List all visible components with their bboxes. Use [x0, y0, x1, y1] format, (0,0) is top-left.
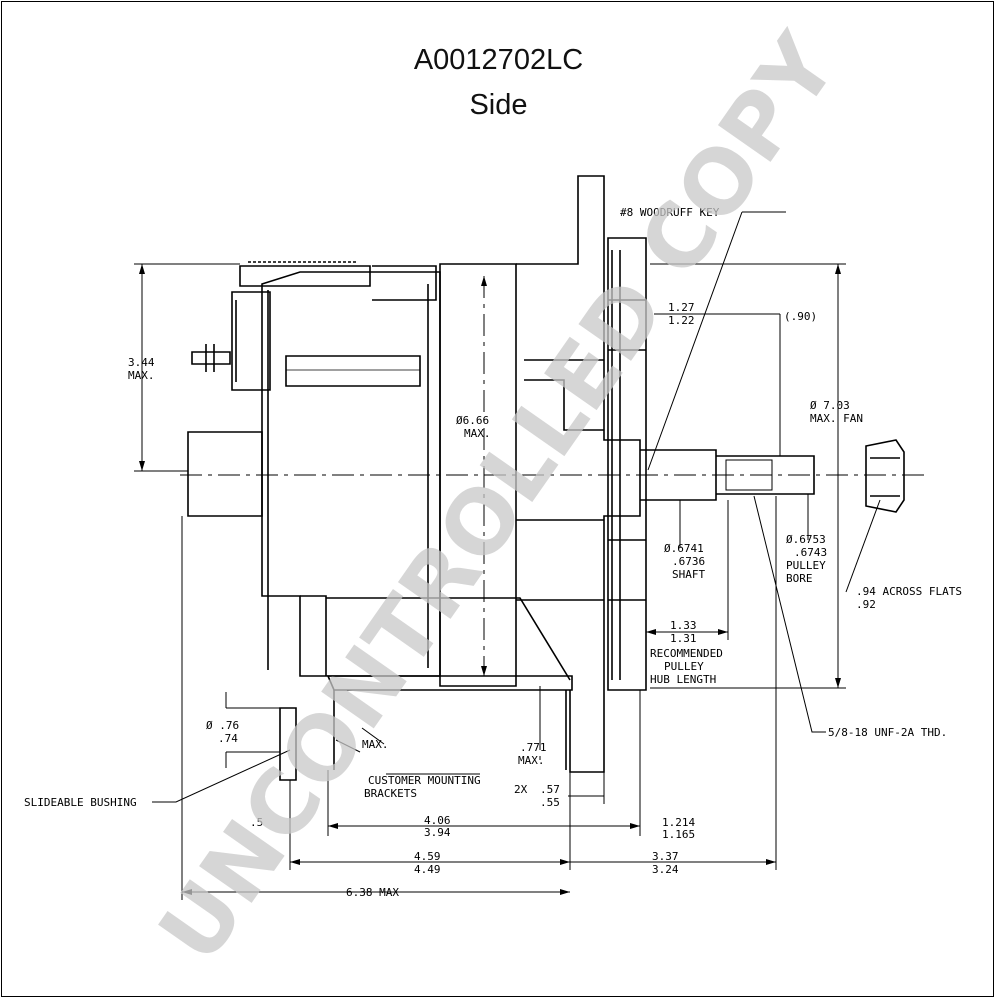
shaft-dia-2: .6736 — [672, 555, 705, 568]
across-flats-2: .92 — [856, 598, 876, 611]
dimension-lines — [134, 211, 881, 900]
hub-label-2: PULLEY — [664, 660, 704, 673]
dim-6-66: Ø6.66 — [456, 414, 489, 427]
dim-3-37: 3.37 — [652, 850, 679, 863]
hub-length-2: 1.31 — [670, 632, 697, 645]
dim-6-66-max: MAX. — [464, 427, 491, 440]
bracket-label-1: CUSTOMER MOUNTING — [368, 774, 481, 787]
dim-3-44: 3.44 — [128, 356, 155, 369]
view-subtitle: Side — [469, 89, 528, 121]
shaft-label: SHAFT — [672, 568, 705, 581]
shaft-dia-1: Ø.6741 — [664, 542, 704, 555]
dim-0-771: .771 — [520, 741, 547, 754]
dim-3-44-max: MAX. — [128, 369, 155, 382]
dim-0-57: .57 — [540, 783, 560, 796]
dim-2x: 2X — [514, 783, 528, 796]
dim-4-49: 4.49 — [414, 863, 441, 876]
dim-1-27: 1.27 — [668, 301, 695, 314]
dim-0-90: (.90) — [784, 310, 817, 323]
bore-dia-2: .6743 — [794, 546, 827, 559]
across-flats-1: .94 ACROSS FLATS — [856, 585, 962, 598]
dimension-arrowheads — [139, 264, 841, 895]
dimension-callouts: #8 WOODRUFF KEY 1.27 1.22 (.90) 3.44 MAX… — [24, 206, 962, 899]
dim-1-22: 1.22 — [668, 314, 695, 327]
dim-1-214: 1.214 — [662, 816, 695, 829]
dim-0-5: .5 — [250, 816, 263, 829]
thread-callout: 5/8-18 UNF-2A THD. — [828, 726, 947, 739]
bushing-dia-1: Ø .76 — [206, 719, 239, 732]
bracket-max: MAX. — [362, 738, 389, 751]
slideable-bushing-label: SLIDEABLE BUSHING — [24, 796, 137, 809]
dim-3-94: 3.94 — [424, 826, 451, 839]
dim-1-165: 1.165 — [662, 828, 695, 841]
part-number-title: A0012702LC — [413, 44, 584, 76]
hub-label-1: RECOMMENDED — [650, 647, 723, 660]
hub-label-3: HUB LENGTH — [650, 673, 716, 686]
dim-0-771-max: MAX. — [518, 754, 545, 767]
dim-7-03-label: MAX. FAN — [810, 412, 863, 425]
bore-label-1: PULLEY — [786, 559, 826, 572]
dim-0-55: .55 — [540, 796, 560, 809]
bushing-dia-2: .74 — [218, 732, 238, 745]
bracket-label-2: BRACKETS — [364, 787, 417, 800]
hub-length-1: 1.33 — [670, 619, 697, 632]
dim-4-59: 4.59 — [414, 850, 441, 863]
dim-3-24: 3.24 — [652, 863, 679, 876]
dim-6-38-max: 6.38 MAX — [346, 886, 399, 899]
bore-dia-1: Ø.6753 — [786, 533, 826, 546]
dim-4-06: 4.06 — [424, 814, 451, 827]
uncontrolled-copy-watermark: UNCONTROLLED COPY — [139, 15, 858, 980]
bore-label-2: BORE — [786, 572, 813, 585]
dim-7-03: Ø 7.03 — [810, 399, 850, 412]
woodruff-key-callout: #8 WOODRUFF KEY — [620, 206, 720, 219]
